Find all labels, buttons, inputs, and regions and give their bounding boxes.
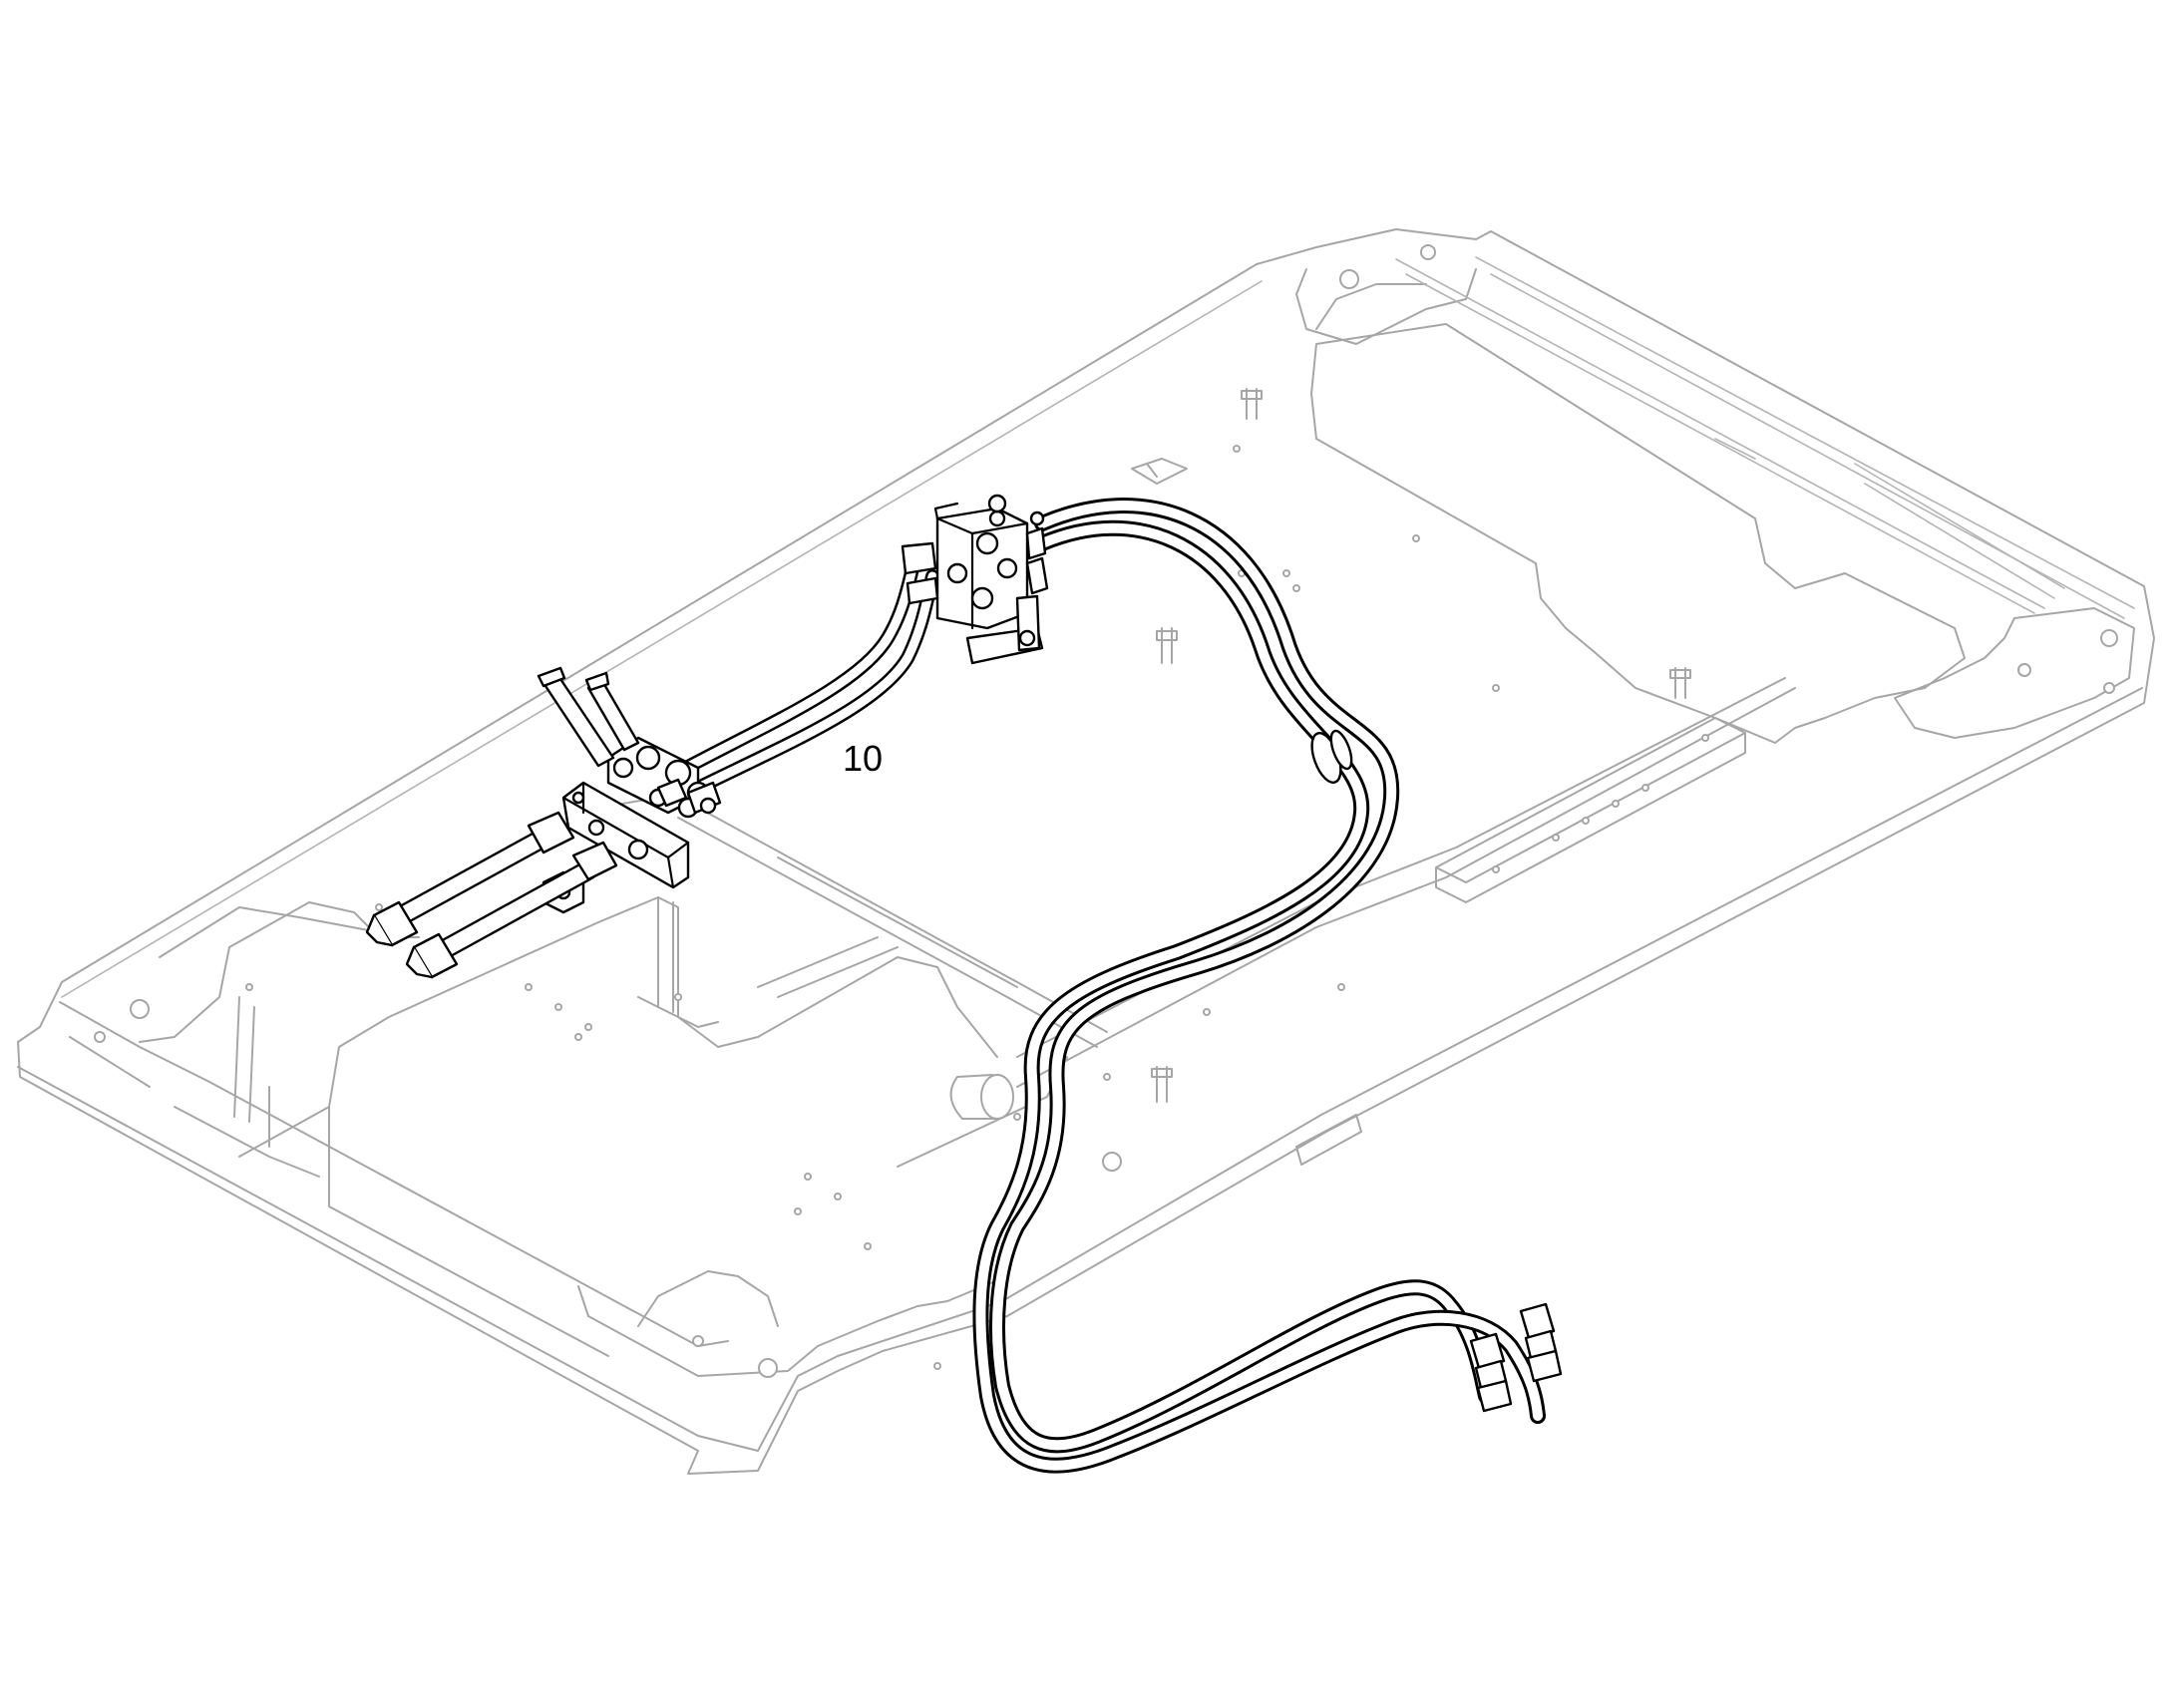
frame-lower-edge: [17, 687, 2143, 1452]
left-rail: [59, 901, 729, 1347]
hose-pair-left: [651, 561, 939, 800]
frame-holes: [94, 244, 2118, 1378]
left-bracket: [637, 896, 719, 1028]
center-slot-plate: [1131, 458, 1188, 485]
top-groove-lines: [1395, 258, 2065, 614]
left-valve-block: [365, 666, 722, 979]
hose-clamp: [1310, 729, 1353, 784]
hose-end-fittings: [1469, 1302, 1563, 1413]
callout-label-10: 10: [843, 738, 883, 779]
front-tab: [1295, 1114, 1362, 1166]
front-rail: [577, 1270, 1008, 1377]
upper-valve-block: [901, 494, 1049, 665]
crossbar-roller: [949, 1074, 1014, 1120]
mounting-studs: [1151, 388, 1691, 1103]
left-end-structure: [159, 797, 659, 1178]
base-frame: [17, 228, 2155, 1475]
inner-pan: [1310, 323, 1966, 744]
hydraulic-assembly: [365, 494, 1563, 1474]
center-opening: [238, 896, 998, 1357]
corner-plate-right: [1894, 607, 2135, 739]
middle-crossbar: [677, 807, 1108, 1048]
slotted-bar: [1435, 717, 1746, 903]
frame-outer-outline: [17, 228, 2155, 1475]
frame-top-rim: [61, 256, 2135, 998]
hose-pair-long: [972, 498, 1546, 1474]
